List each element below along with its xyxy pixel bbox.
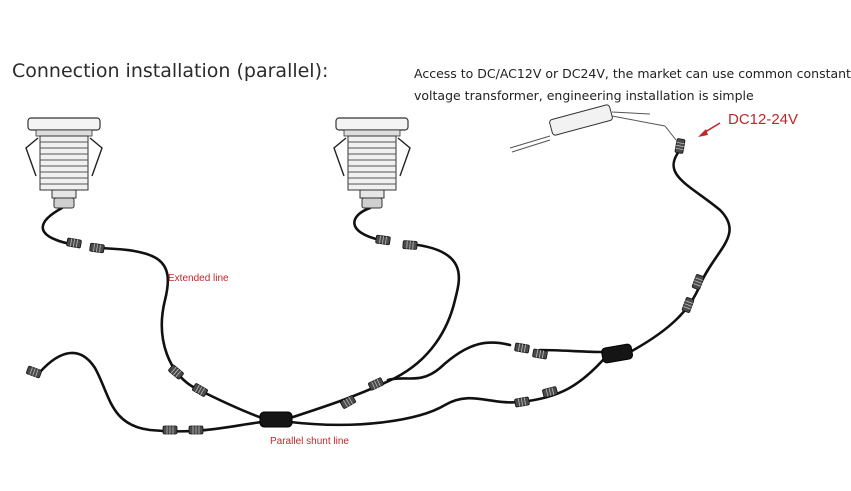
- connector: [188, 425, 204, 435]
- parallel-shunt-box-1: [259, 411, 293, 428]
- connector: [191, 382, 209, 398]
- wiring-diagram: [25, 104, 731, 435]
- extended-line-label: Extended line: [168, 273, 229, 284]
- connector: [25, 365, 43, 379]
- cable-shunt2-branch-a: [538, 348, 605, 354]
- lamp-2: [333, 117, 411, 209]
- connector: [66, 237, 82, 249]
- parallel-shunt-line-label: Parallel shunt line: [270, 436, 349, 447]
- connector: [541, 385, 559, 399]
- connector: [681, 296, 695, 314]
- power-transformer: [509, 104, 677, 153]
- cable-extended-line-1: [96, 246, 264, 420]
- page-title: Connection installation (parallel):: [12, 60, 329, 82]
- lamp-1: [25, 117, 103, 209]
- cable-left-tail: [38, 351, 264, 433]
- connector: [162, 425, 178, 435]
- connector: [514, 342, 530, 354]
- cable-shunt2-branch-b: [386, 341, 512, 382]
- connector: [89, 242, 105, 254]
- voltage-label: DC12-24V: [728, 111, 799, 128]
- cable-lamp1: [41, 206, 72, 246]
- connector: [367, 377, 385, 391]
- cable-lamp2: [353, 206, 382, 242]
- cable-shunt-link: [288, 358, 605, 427]
- connector: [339, 394, 357, 410]
- note-line-1: Access to DC/AC12V or DC24V, the market …: [414, 66, 851, 81]
- connector: [691, 273, 705, 291]
- connector: [514, 396, 530, 408]
- cable-extended-line-2: [288, 242, 461, 420]
- connector: [402, 240, 418, 250]
- arrow-icon: [698, 122, 721, 137]
- connector: [674, 138, 686, 154]
- note-line-2: voltage transformer, engineering install…: [414, 88, 754, 103]
- parallel-shunt-box-2: [601, 343, 634, 364]
- connector: [375, 234, 391, 246]
- cable-supply-line: [628, 148, 731, 354]
